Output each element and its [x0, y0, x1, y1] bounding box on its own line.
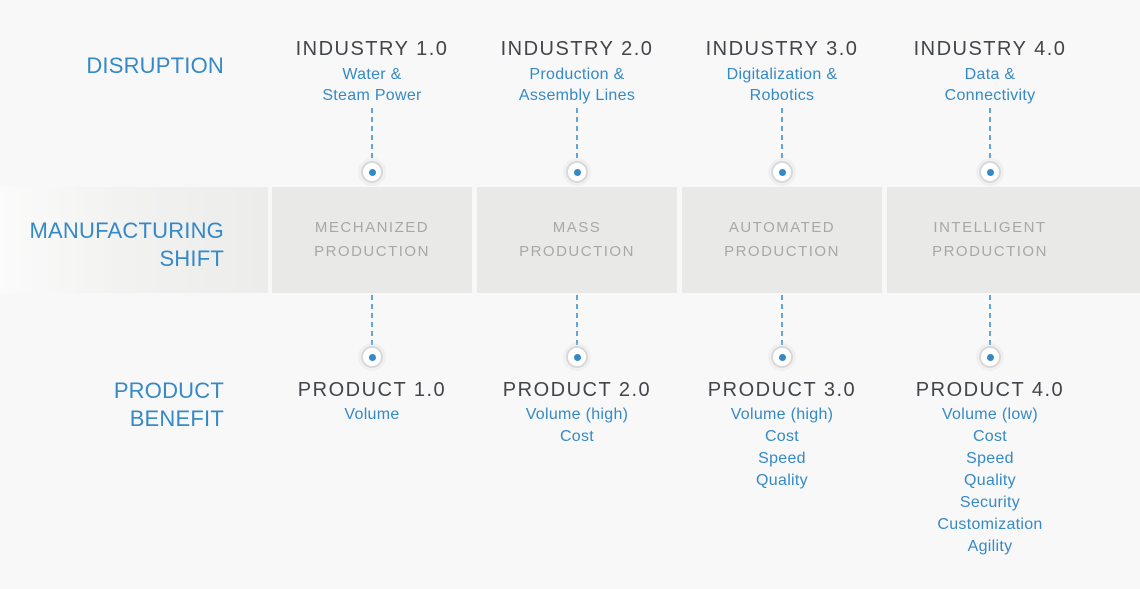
industry-column: INDUSTRY 2.0 Production & Assembly Lines…: [477, 0, 677, 589]
industry-title: INDUSTRY 3.0: [705, 38, 859, 60]
product-title: PRODUCT 3.0: [707, 379, 857, 401]
connector-dashed-line: [371, 295, 373, 346]
row-label-manufacturing-shift: MANUFACTURING SHIFT: [29, 218, 224, 271]
shift-text: MECHANIZED PRODUCTION: [314, 219, 430, 260]
industry-column: INDUSTRY 3.0 Digitalization & Robotics A…: [682, 0, 882, 589]
product-title: PRODUCT 4.0: [915, 379, 1065, 401]
benefit-list: Volume (low) Cost Speed Quality Security…: [937, 406, 1043, 555]
connector-dashed-line: [576, 295, 578, 346]
shift-band-label-cell: [0, 187, 268, 293]
connector-node-circle: [771, 161, 793, 183]
product-title: PRODUCT 1.0: [297, 379, 447, 401]
benefit-list: Volume: [344, 406, 400, 423]
connector-node-circle: [361, 346, 383, 368]
industry-title: INDUSTRY 4.0: [913, 38, 1067, 60]
node-dot-icon: [368, 168, 376, 176]
connector-node-circle: [771, 346, 793, 368]
connector-node-circle: [566, 161, 588, 183]
row-label-product-benefit: PRODUCT BENEFIT: [113, 378, 224, 431]
industry-title: INDUSTRY 2.0: [500, 38, 654, 60]
industry-title: INDUSTRY 1.0: [295, 38, 449, 60]
node-dot-icon: [368, 353, 376, 361]
row-label-disruption: DISRUPTION: [86, 53, 224, 78]
connector-dashed-line: [781, 108, 783, 161]
shift-band-cell: [477, 187, 677, 293]
node-dot-icon: [986, 168, 994, 176]
node-dot-icon: [778, 168, 786, 176]
node-dot-icon: [573, 168, 581, 176]
benefit-list: Volume (high) Cost Speed Quality: [730, 406, 834, 489]
connector-node-circle: [979, 161, 1001, 183]
benefit-list: Volume (high) Cost: [525, 406, 629, 445]
shift-band-cell: [272, 187, 472, 293]
shift-text: MASS PRODUCTION: [519, 219, 635, 260]
connector-node-circle: [361, 161, 383, 183]
shift-band-cell: [682, 187, 882, 293]
connector-dashed-line: [989, 295, 991, 346]
connector-dashed-line: [371, 108, 373, 161]
disruption-text: Data & Connectivity: [944, 66, 1036, 104]
shift-band-cell: [887, 187, 1140, 293]
industry-column: INDUSTRY 1.0 Water & Steam Power MECHANI…: [272, 0, 472, 589]
connector-dashed-line: [781, 295, 783, 346]
node-dot-icon: [778, 353, 786, 361]
connector-dashed-line: [576, 108, 578, 161]
node-dot-icon: [986, 353, 994, 361]
disruption-text: Production & Assembly Lines: [518, 66, 636, 104]
connector-dashed-line: [989, 108, 991, 161]
product-title: PRODUCT 2.0: [502, 379, 652, 401]
industry-column: INDUSTRY 4.0 Data & Connectivity INTELLI…: [890, 0, 1090, 589]
disruption-text: Water & Steam Power: [322, 66, 422, 104]
shift-text: INTELLIGENT PRODUCTION: [932, 219, 1048, 260]
disruption-text: Digitalization & Robotics: [726, 66, 838, 104]
shift-text: AUTOMATED PRODUCTION: [724, 219, 840, 260]
node-dot-icon: [573, 353, 581, 361]
connector-node-circle: [979, 346, 1001, 368]
connector-node-circle: [566, 346, 588, 368]
